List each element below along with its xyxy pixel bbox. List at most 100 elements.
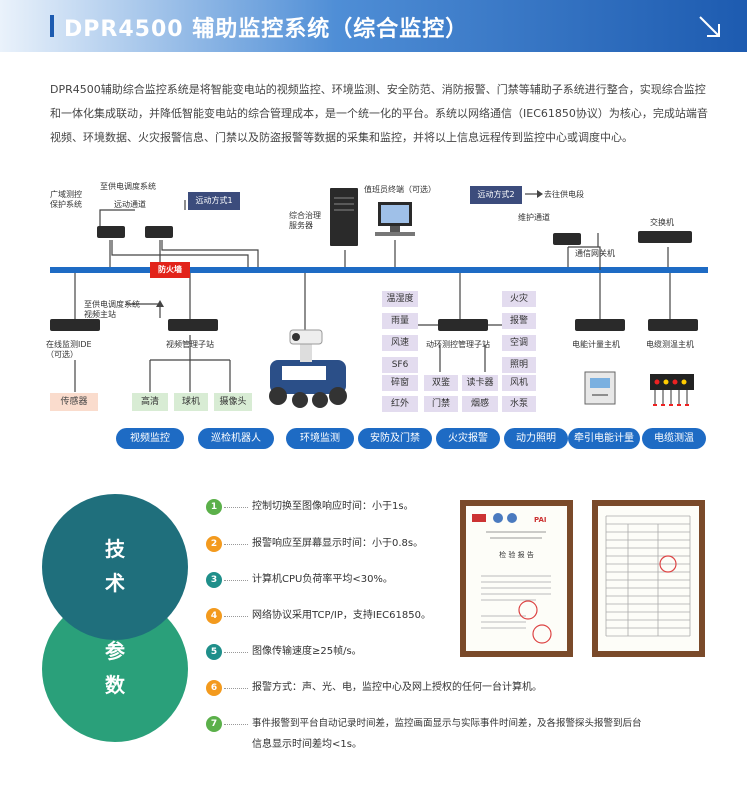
dotted-leader [224, 507, 248, 508]
protection-system-label: 广域测控 保护系统 [50, 190, 82, 209]
env-item: 读卡器 [462, 375, 498, 391]
dotted-leader [224, 580, 248, 581]
env-item: 碎窗 [382, 375, 418, 391]
param-text: 报警方式：声、光、电，监控中心及网上授权的任何一台计算机。 [252, 682, 542, 693]
param-number: 5 [206, 644, 222, 660]
param-text: 事件报警到平台自动记录时间差，监控画面显示与实际事件时间差，及各报警探头报警到后… [252, 718, 642, 729]
router-icon [145, 226, 173, 238]
param-text: 报警响应至屏幕显示时间：小于0.8s。 [252, 538, 424, 549]
category-pill: 火灾报警 [436, 428, 500, 449]
server-label: 综合治理 服务器 [289, 211, 321, 230]
camera-dome-box: 球机 [174, 393, 208, 411]
env-item: SF6 [382, 357, 418, 373]
switch-label: 交换机 [650, 218, 674, 227]
param-number: 6 [206, 680, 222, 696]
video-substation-label: 视频管理子站 [166, 340, 214, 349]
dotted-leader [224, 724, 248, 725]
param-number: 4 [206, 608, 222, 624]
maintenance-channel-label: 维护通道 [518, 213, 550, 222]
env-item: 火灾 [502, 291, 536, 307]
router-icon [648, 319, 698, 331]
to-dispatch-label: 至供电调度系统 [100, 182, 156, 191]
category-pill: 电缆测温 [642, 428, 706, 449]
env-item: 风机 [502, 375, 536, 391]
params-char: 参 [105, 639, 125, 663]
remote-channel-label: 远动通道 [114, 200, 146, 209]
env-substation-label: 动环测控管理子站 [426, 340, 490, 349]
dotted-leader [224, 688, 248, 689]
svg-text:PAI: PAI [534, 516, 547, 524]
certificate-frame [592, 500, 705, 657]
network-bus [50, 267, 708, 273]
dotted-leader [224, 544, 248, 545]
param-text: 信息显示时间差均<1s。 [252, 739, 362, 750]
page-title: DPR4500 辅助监控系统（综合监控） [64, 17, 469, 42]
env-item: 空调 [502, 335, 536, 351]
terminal-label: 值班员终端（可选） [364, 185, 436, 194]
param-number: 2 [206, 536, 222, 552]
env-item: 烟感 [462, 396, 498, 412]
gateway-label: 通信网关机 [575, 249, 615, 258]
firewall-badge: 防火墙 [150, 262, 190, 278]
to-supply-label: 去往供电段 [544, 190, 584, 199]
param-text: 控制切换至图像响应时间：小于1s。 [252, 501, 414, 512]
intro-paragraph: DPR4500辅助综合监控系统是将智能变电站的视频监控、环境监测、安全防范、消防… [50, 83, 708, 144]
certificate-table [605, 515, 691, 637]
certificate-page: PAI 检 验 报 告 [466, 506, 567, 651]
category-pill: 动力照明 [504, 428, 568, 449]
env-item: 红外 [382, 396, 418, 412]
router-icon [97, 226, 125, 238]
env-item: 双鉴 [424, 375, 458, 391]
category-pill: 巡检机器人 [198, 428, 274, 449]
params-char: 术 [105, 571, 125, 595]
header-accent-bar [50, 15, 54, 37]
switch-icon [638, 231, 692, 243]
param-text: 网络协议采用TCP/IP，支持IEC61850。 [252, 610, 431, 621]
dotted-leader [224, 616, 248, 617]
topology-diagram [50, 188, 708, 408]
certificate-page [598, 506, 699, 651]
certificate-marks: PAI [472, 513, 552, 644]
cable-temperature-icon [650, 374, 694, 406]
param-text: 图像传输速度≥25帧/s。 [252, 646, 362, 657]
env-item: 照明 [502, 357, 536, 373]
online-ide-label: 在线监测IDE （可选） [46, 340, 92, 359]
arrow-corner-icon [699, 16, 720, 37]
router-icon [575, 319, 625, 331]
params-char: 技 [105, 537, 125, 561]
env-item: 温湿度 [382, 291, 418, 307]
video-master-label: 至供电调度系统 视频主站 [84, 300, 140, 319]
params-char: 数 [105, 673, 125, 697]
env-item: 风速 [382, 335, 418, 351]
router-icon [438, 319, 488, 331]
category-pill: 视频监控 [116, 428, 184, 449]
energy-meter-icon [584, 371, 616, 405]
remote-mode-2-badge: 远动方式2 [470, 186, 522, 204]
category-pill: 安防及门禁 [358, 428, 432, 449]
router-icon [168, 319, 218, 331]
param-number: 3 [206, 572, 222, 588]
router-icon [553, 233, 581, 245]
certificate-title: 检 验 报 告 [499, 551, 534, 559]
env-item: 水泵 [502, 396, 536, 412]
camera-box: 摄像头 [214, 393, 252, 411]
camera-hd-box: 高清 [132, 393, 168, 411]
certificate-frame: PAI 检 验 报 告 [460, 500, 573, 657]
energy-host-label: 电能计量主机 [572, 340, 620, 349]
remote-mode-1-badge: 远动方式1 [188, 192, 240, 210]
param-number: 7 [206, 716, 222, 732]
params-circle-top: 技 术 [42, 494, 188, 640]
dotted-leader [224, 652, 248, 653]
param-text: 计算机CPU负荷率平均<30%。 [252, 574, 393, 585]
env-item: 报警 [502, 313, 536, 329]
category-pill: 牵引电能计量 [568, 428, 640, 449]
env-item: 雨量 [382, 313, 418, 329]
category-pill: 环境监测 [286, 428, 354, 449]
cable-host-label: 电缆测温主机 [646, 340, 694, 349]
header-banner: DPR4500 辅助监控系统（综合监控） [0, 0, 747, 52]
param-number: 1 [206, 499, 222, 515]
server-icon [330, 188, 358, 246]
router-icon [50, 319, 100, 331]
sensor-box: 传感器 [50, 393, 98, 411]
env-item: 门禁 [424, 396, 458, 412]
